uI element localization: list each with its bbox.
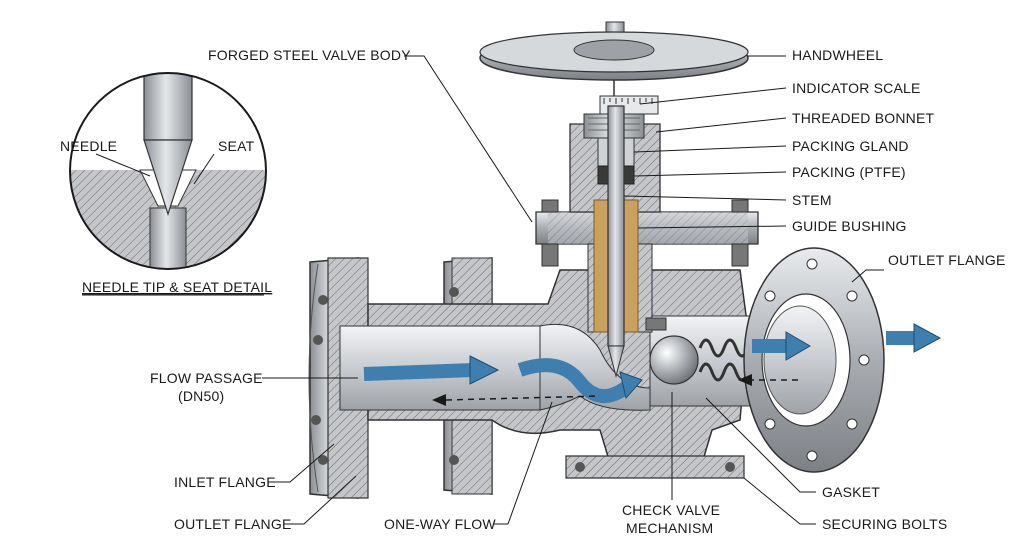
label-indicator-scale: INDICATOR SCALE <box>792 80 921 96</box>
label-needle: NEEDLE <box>60 138 117 154</box>
detail-caption: NEEDLE TIP & SEAT DETAIL <box>82 279 272 295</box>
label-gasket: GASKET <box>822 484 880 500</box>
bonnet-bolts <box>541 199 749 267</box>
callout-labels: FORGED STEEL VALVE BODY HANDWHEEL INDICA… <box>60 47 1005 536</box>
flow-arrows <box>363 323 942 406</box>
label-outlet-flange-right: OUTLET FLANGE <box>888 252 1005 268</box>
label-stem: STEM <box>792 192 832 208</box>
label-securing-bolts: SECURING BOLTS <box>822 516 947 532</box>
label-check-valve-mechanism: MECHANISM <box>626 520 713 536</box>
guide-bushing <box>593 199 639 333</box>
label-handwheel: HANDWHEEL <box>792 47 883 63</box>
needle-seat-detail <box>69 72 267 270</box>
label-one-way-flow: ONE-WAY FLOW <box>384 516 496 532</box>
check-valve-mechanism <box>645 317 750 385</box>
label-packing-gland: PACKING GLAND <box>792 138 909 154</box>
leader-lines <box>262 55 884 525</box>
label-flow-passage-size: (DN50) <box>178 388 224 404</box>
label-inlet-flange: INLET FLANGE <box>174 474 276 490</box>
label-flow-passage: FLOW PASSAGE <box>150 370 263 386</box>
label-forged-body: FORGED STEEL VALVE BODY <box>208 47 411 63</box>
label-seat: SEAT <box>218 138 255 154</box>
outlet-flange-right <box>743 247 885 473</box>
label-guide-bushing: GUIDE BUSHING <box>792 218 907 234</box>
label-packing: PACKING (PTFE) <box>792 164 906 180</box>
label-outlet-flange-left: OUTLET FLANGE <box>174 516 291 532</box>
label-threaded-bonnet: THREADED BONNET <box>792 110 934 126</box>
stem <box>607 105 625 378</box>
valve-body <box>339 123 761 479</box>
handwheel <box>479 21 749 104</box>
label-check-valve: CHECK VALVE <box>622 502 720 518</box>
